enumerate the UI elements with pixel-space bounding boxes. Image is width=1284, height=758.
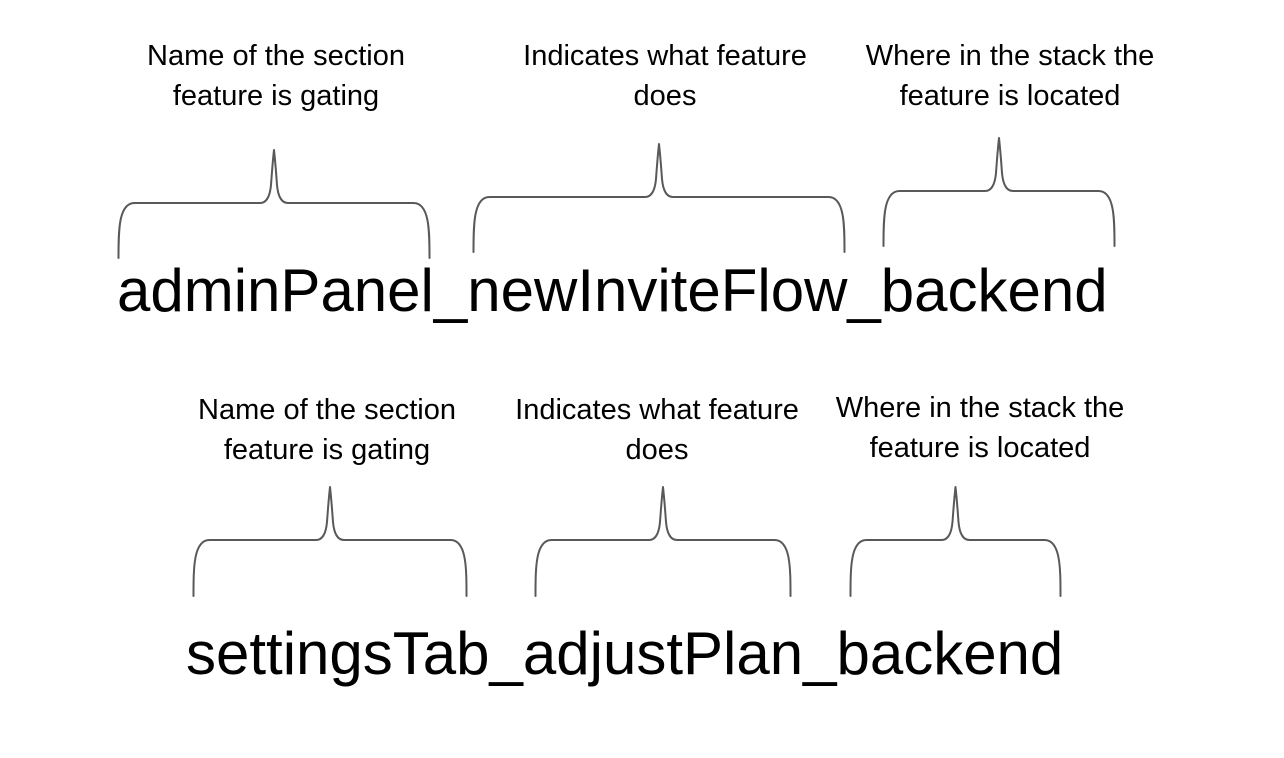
annotation-line-2: feature is located [869, 432, 1091, 464]
flag-name: settingsTab_adjustPlan_backend [186, 620, 1064, 687]
annotation-line-2: feature is gating [172, 80, 380, 112]
annotation-line-2: feature is located [899, 80, 1121, 112]
flag-name: adminPanel_newInviteFlow_backend [117, 257, 1108, 324]
annotation-label-section: Name of the section feature is gating [147, 36, 405, 116]
annotation-line-2: feature is gating [223, 434, 431, 466]
curly-brace-section [117, 149, 431, 259]
annotation-line-1: Where in the stack the [865, 40, 1155, 72]
annotation-label-stack: Where in the stack the feature is locate… [866, 36, 1155, 116]
curly-brace-stack [882, 137, 1116, 247]
curly-brace-stack [849, 486, 1062, 597]
curly-brace-feature [534, 486, 792, 597]
annotation-line-1: Indicates what feature [515, 394, 799, 426]
annotation-line-2: does [625, 434, 689, 466]
annotation-label-feature: Indicates what feature does [523, 36, 807, 116]
annotation-line-1: Name of the section [198, 394, 456, 426]
annotation-label-section: Name of the section feature is gating [198, 390, 456, 470]
annotation-line-2: does [633, 80, 697, 112]
annotation-line-1: Where in the stack the [835, 392, 1125, 424]
annotation-label-feature: Indicates what feature does [515, 390, 799, 470]
annotation-label-stack: Where in the stack the feature is locate… [836, 388, 1125, 468]
curly-brace-section [192, 486, 468, 597]
curly-brace-feature [472, 143, 846, 253]
annotation-line-1: Indicates what feature [523, 40, 807, 72]
annotation-line-1: Name of the section [147, 40, 405, 72]
